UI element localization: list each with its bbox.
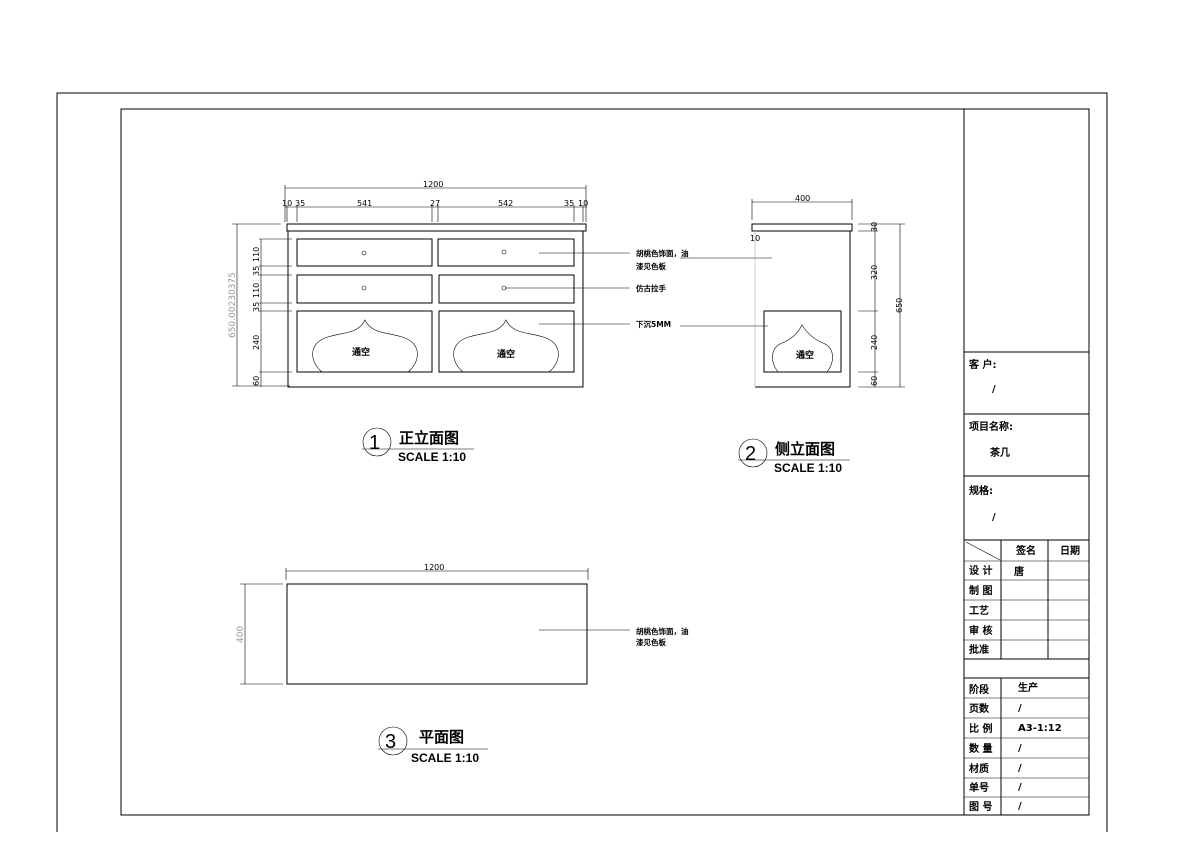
role-label: 制 图 [969, 584, 992, 597]
view-title: 侧立面图 [775, 440, 835, 458]
view-title: 正立面图 [399, 429, 459, 447]
role-label: 设 计 [969, 564, 992, 577]
drawer [437, 238, 575, 267]
note-handle: 仿古拉手 [636, 283, 666, 293]
onion-cutout [453, 319, 559, 373]
dim-label: 35 [564, 199, 574, 208]
open-label: 通空 [796, 349, 814, 361]
plan-view: 1200 400 胡桃色饰面，油 漆见色板 [236, 563, 689, 685]
open-compartment [296, 310, 433, 373]
dim-label: 35 [295, 199, 305, 208]
dim-label: 60 [870, 376, 879, 386]
side-elevation: 通空 400 10 30 320 240 60 650 [680, 194, 905, 388]
dim-label: 10 [282, 199, 292, 208]
dim-label: 1200 [424, 563, 444, 572]
dim-label: 320 [870, 265, 879, 280]
view-title-1: 1 正立面图 SCALE 1:10 [362, 427, 474, 464]
spec-value: / [992, 512, 996, 523]
view-number: 1 [369, 432, 380, 454]
dim-label: 35 [252, 266, 261, 276]
date-header: 日期 [1060, 544, 1080, 557]
sign-header: 签名 [1015, 544, 1036, 557]
dim-label: 1200 [423, 180, 443, 189]
dim-label: 60 [252, 376, 261, 386]
view-title-2: 2 侧立面图 SCALE 1:10 [738, 438, 850, 475]
info-value: / [1018, 763, 1022, 774]
client-label: 客 户: [968, 358, 996, 371]
open-compartment [438, 310, 575, 373]
drawer [296, 238, 433, 267]
sheet-border [56, 92, 1108, 832]
knob-icon [501, 249, 507, 255]
note-finish: 胡桃色饰面，油 [636, 248, 689, 258]
info-label: 页数 [969, 702, 990, 715]
view-number: 3 [385, 731, 396, 753]
info-label: 单号 [969, 781, 989, 794]
onion-cutout [772, 324, 833, 373]
onion-cutout [312, 319, 418, 373]
dim-label: 10 [750, 234, 760, 243]
info-value: / [1018, 782, 1022, 793]
dim-label: 650 [895, 298, 904, 313]
info-label: 材质 [969, 762, 989, 775]
note-finish: 漆见色板 [636, 637, 666, 647]
spec-label: 规格: [969, 484, 993, 497]
info-value: A3-1:12 [1018, 723, 1062, 734]
view-title: 平面图 [419, 728, 464, 746]
info-value: / [1018, 743, 1022, 754]
info-value: / [1018, 703, 1022, 714]
dim-label: 542 [498, 199, 513, 208]
note-recess: 下沉5MM [636, 319, 671, 329]
dim-label: 400 [236, 626, 246, 643]
dim-label: 27 [430, 199, 440, 208]
project-label: 项目名称: [969, 420, 1013, 433]
view-scale: SCALE 1:10 [411, 751, 479, 765]
role-label: 工艺 [969, 604, 989, 617]
view-scale: SCALE 1:10 [774, 461, 842, 475]
dim-label: 10 [578, 199, 588, 208]
dim-label: 400 [795, 194, 810, 203]
role-label: 批准 [969, 643, 989, 656]
role-sign: 唐 [1014, 565, 1024, 578]
drawer [296, 274, 433, 304]
open-label: 通空 [497, 348, 515, 360]
view-title-3: 3 平面图 SCALE 1:10 [378, 726, 488, 765]
dim-label: 110 [252, 283, 261, 298]
dim-label: 240 [870, 335, 879, 350]
project-value: 茶几 [989, 446, 1010, 459]
info-value: / [1018, 801, 1022, 812]
view-number: 2 [745, 443, 756, 465]
note-finish: 漆见色板 [636, 261, 666, 271]
client-value: / [992, 384, 996, 395]
knob-icon [361, 250, 367, 256]
knob-icon [361, 285, 367, 291]
dim-label: 30 [870, 222, 879, 232]
dim-label: 35 [252, 302, 261, 312]
note-finish: 胡桃色饰面，油 [636, 626, 689, 636]
drawer [438, 274, 575, 304]
dim-label: 541 [357, 199, 372, 208]
info-label: 比 例 [969, 722, 992, 735]
dim-label: 650.00230375 [228, 272, 238, 338]
title-block: 客 户: / 项目名称: 茶几 规格: / 签名 日期 设 计 唐 制 图 工艺… [963, 109, 1089, 815]
front-elevation: 通空 通空 1200 10 35 541 27 542 35 10 650.00… [228, 180, 689, 388]
dim-label: 240 [252, 335, 261, 350]
info-label: 图 号 [969, 801, 992, 813]
open-label: 通空 [352, 346, 370, 358]
dim-label: 110 [252, 247, 261, 262]
info-value: 生产 [1018, 681, 1038, 694]
info-label: 数 量 [969, 742, 992, 755]
view-scale: SCALE 1:10 [398, 450, 466, 464]
role-label: 审 核 [969, 624, 992, 637]
info-label: 阶段 [969, 683, 989, 696]
